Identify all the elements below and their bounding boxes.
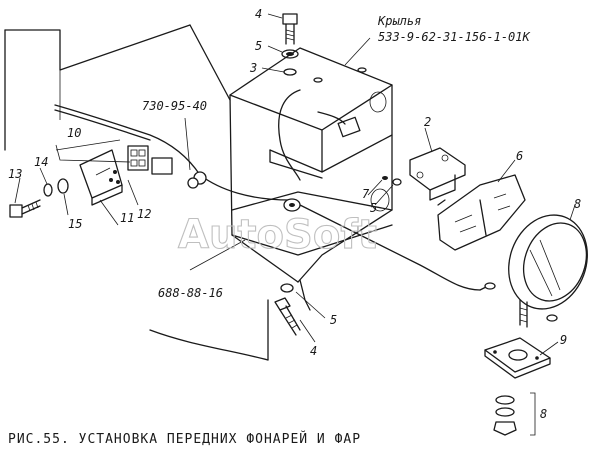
callout-9: 9 bbox=[560, 333, 567, 347]
headlamp-mount-plate bbox=[484, 337, 551, 379]
callout-7: 7 bbox=[362, 187, 370, 201]
top-washer bbox=[281, 49, 299, 59]
callout-wire-730: 730-95-40 bbox=[142, 99, 207, 113]
callout-4-top: 4 bbox=[255, 7, 262, 21]
figure-caption: РИС.55. УСТАНОВКА ПЕРЕДНИХ ФОНАРЕЙ И ФАР bbox=[8, 432, 362, 447]
callout-15: 15 bbox=[68, 217, 82, 231]
top-bolt bbox=[282, 13, 298, 45]
callout-wire-688: 688-88-16 bbox=[158, 286, 223, 300]
mid-washers bbox=[382, 176, 402, 186]
callout-krylya-title: Крылья bbox=[377, 14, 421, 28]
side-lamp-bracket bbox=[409, 147, 466, 201]
callout-10: 10 bbox=[67, 126, 81, 140]
callout-5-mid: 5 bbox=[370, 201, 377, 215]
callout-13: 13 bbox=[8, 167, 22, 181]
callout-2: 2 bbox=[424, 115, 431, 129]
headlamp bbox=[508, 214, 588, 328]
wire-clamp bbox=[283, 198, 301, 212]
nut-stack bbox=[493, 392, 536, 436]
side-lamp bbox=[437, 174, 526, 251]
mounting-bracket bbox=[79, 149, 123, 206]
callout-3: 3 bbox=[249, 61, 257, 75]
fender-panel bbox=[4, 24, 269, 361]
callout-12: 12 bbox=[137, 207, 151, 221]
callout-krylya-code: 533-9-62-31-156-1-01К bbox=[378, 30, 530, 44]
callout-8-lamp: 8 bbox=[574, 197, 581, 211]
watermark: AutoSoft bbox=[178, 212, 377, 258]
wiring-harness bbox=[54, 104, 496, 311]
callout-14: 14 bbox=[34, 155, 48, 169]
callout-4-bottom: 4 bbox=[310, 344, 317, 358]
connector-block bbox=[278, 89, 361, 181]
relay-connector bbox=[127, 145, 173, 175]
lamp-housing-box bbox=[229, 47, 393, 283]
callout-5-bottom: 5 bbox=[330, 313, 337, 327]
left-washers bbox=[43, 178, 69, 197]
callout-6: 6 bbox=[516, 149, 523, 163]
bottom-bolt bbox=[274, 297, 301, 336]
callout-8-nut: 8 bbox=[540, 407, 547, 421]
leader-lines bbox=[14, 13, 576, 356]
callout-5-top: 5 bbox=[255, 39, 262, 53]
callout-11: 11 bbox=[120, 211, 134, 225]
bottom-washer bbox=[280, 283, 294, 293]
left-bolt bbox=[9, 199, 41, 218]
